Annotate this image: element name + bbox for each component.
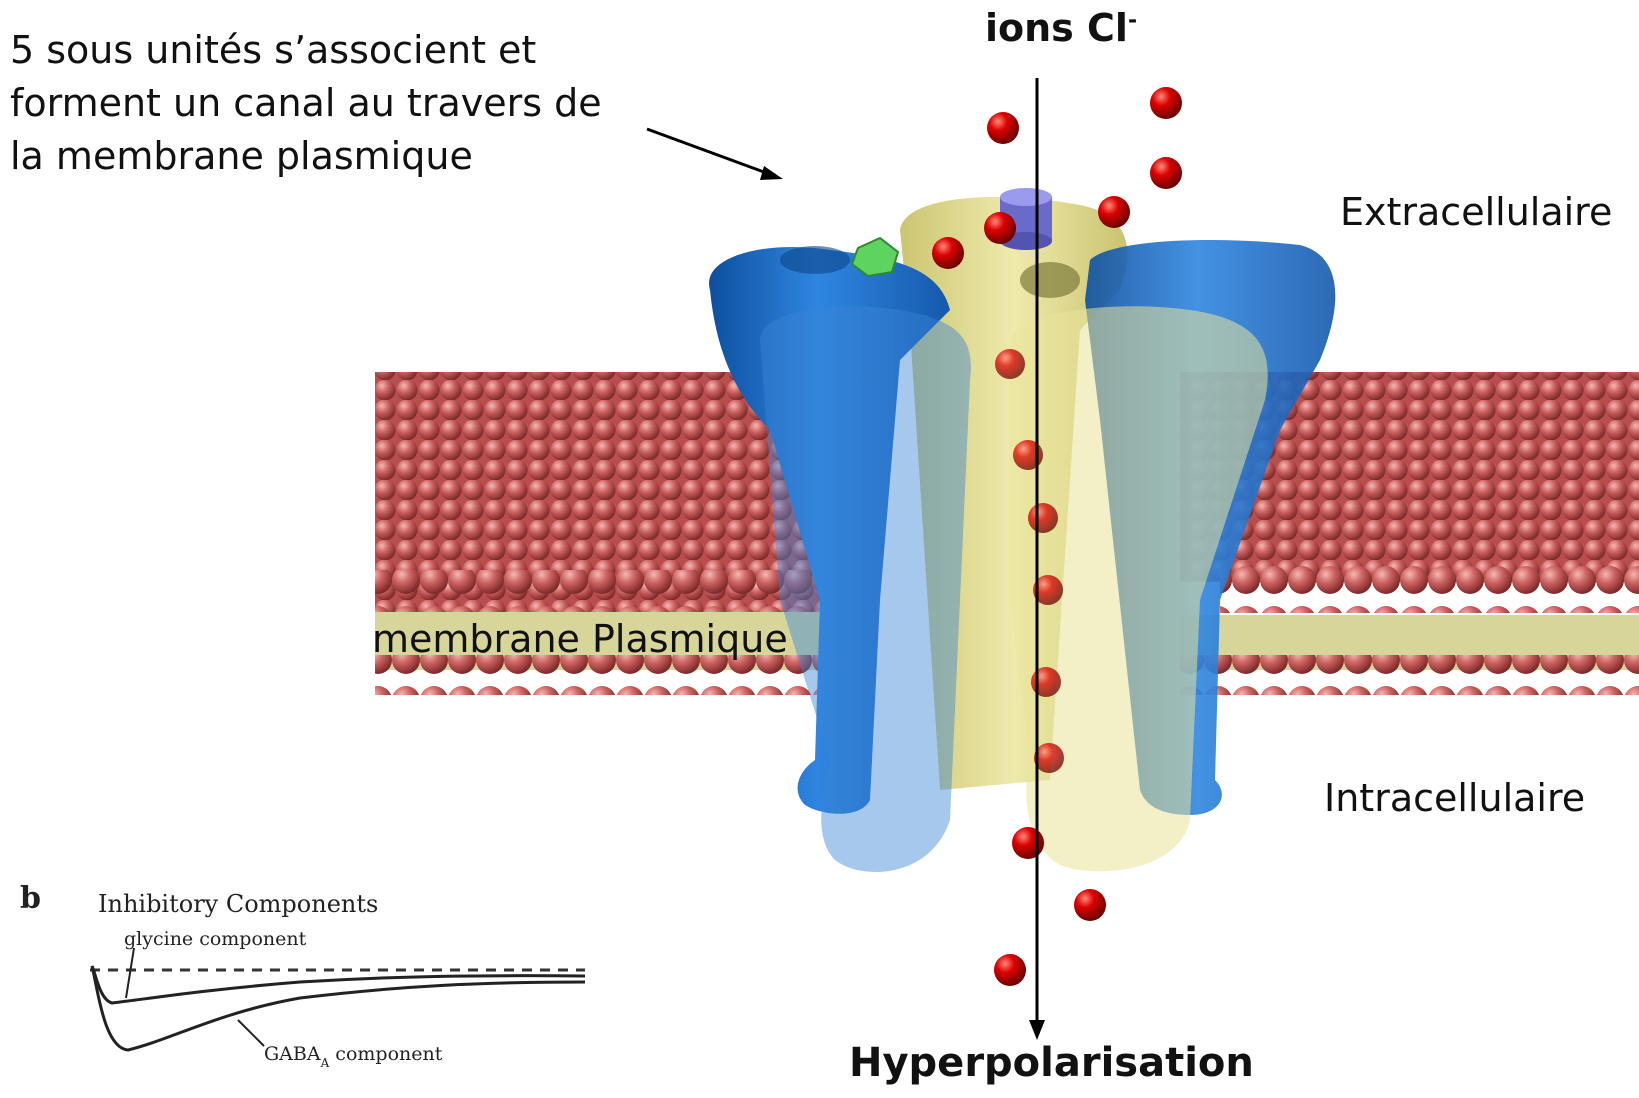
glycine-trace <box>92 966 585 1003</box>
inset-title: Inhibitory Components <box>98 890 378 918</box>
chloride-ion <box>995 349 1025 379</box>
panel-letter: b <box>20 881 41 916</box>
gaba-label: GABAA component <box>264 1043 443 1070</box>
chloride-ion <box>1098 196 1130 228</box>
chloride-ion <box>1150 157 1182 189</box>
chloride-ion <box>1012 827 1044 859</box>
membrane-label: membrane Plasmique <box>372 617 788 661</box>
inset-trace-plot: b Inhibitory Components glycine componen… <box>20 881 585 1070</box>
glycine-label: glycine component <box>124 928 307 950</box>
chloride-ion <box>1028 503 1058 533</box>
hyperpolarization-label: Hyperpolarisation <box>849 1040 1254 1086</box>
chloride-ion <box>1074 889 1106 921</box>
intracellular-label: Intracellulaire <box>1324 776 1585 820</box>
extracellular-label: Extracellulaire <box>1340 190 1612 234</box>
chloride-ion <box>932 237 964 269</box>
chloride-ion <box>1150 87 1182 119</box>
chloride-ion <box>994 954 1026 986</box>
annotation-text: 5 sous unités s’associent et forment un … <box>10 24 610 183</box>
chloride-ion <box>987 112 1019 144</box>
receptor-channel <box>709 197 1335 872</box>
ion-label: ions Cl- <box>985 6 1137 50</box>
pointer-arrow <box>647 129 783 180</box>
green-polyhedron-icon <box>852 238 898 276</box>
chloride-ion <box>984 212 1016 244</box>
